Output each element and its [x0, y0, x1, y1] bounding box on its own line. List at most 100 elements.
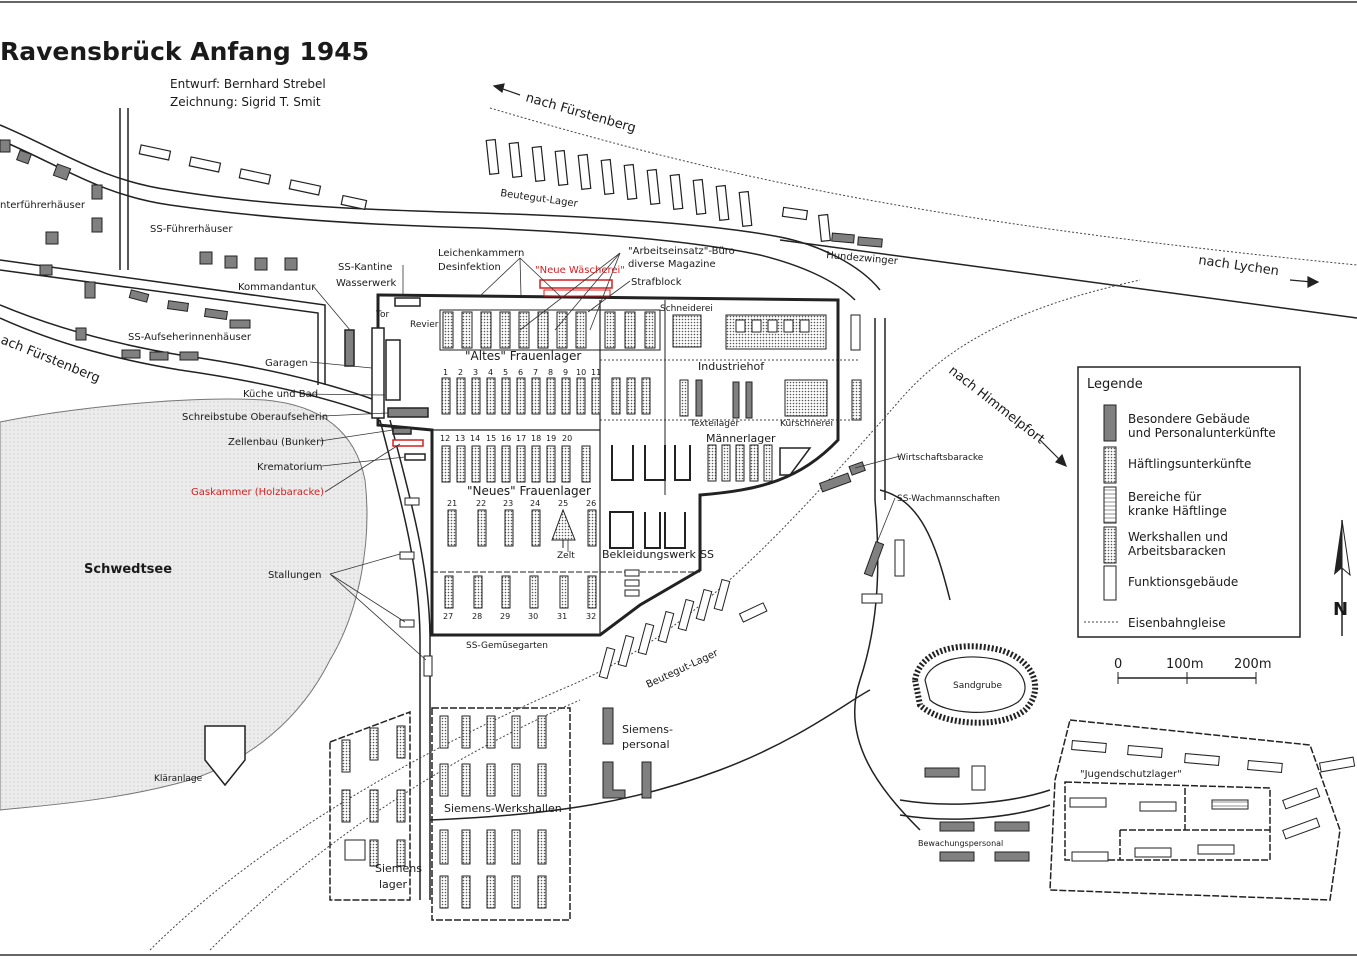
block-number: 4	[488, 368, 493, 377]
label-jugendschutzlager: "Jugendschutzlager"	[1080, 769, 1182, 780]
klaeranlage-building	[204, 725, 246, 787]
label-nach-lychen: nach Lychen	[1197, 253, 1279, 279]
siemens-halls	[341, 715, 547, 909]
label-zellenbau: Zellenbau (Bunker)	[228, 437, 324, 448]
beutegut-top-barracks	[485, 138, 831, 243]
block-number: 24	[530, 499, 540, 508]
label-siemens-personal-2: personal	[622, 738, 670, 751]
block-number: 8	[548, 368, 553, 377]
scale-label: 0	[1114, 657, 1122, 672]
officer-houses	[0, 139, 298, 361]
block-number: 26	[586, 499, 596, 508]
scale-bar: 0 100m 200m	[1114, 657, 1271, 684]
label-kueche-und-bad: Küche und Bad	[243, 389, 318, 400]
label-bewachungspersonal: Bewachungspersonal	[918, 839, 1003, 848]
label-schreibstube: Schreibstube Oberaufseherin	[182, 412, 328, 423]
legend-label: und Personalunterkünfte	[1128, 426, 1276, 440]
label-ss-wachmannschaften: SS-Wachmannschaften	[897, 494, 1000, 504]
label-industriehof: Industriehof	[698, 360, 765, 373]
block-number: 15	[486, 434, 496, 443]
block-number: 32	[586, 612, 596, 621]
sandgrube	[911, 643, 1039, 726]
block-number: 17	[516, 434, 526, 443]
railway	[149, 107, 1357, 951]
legend-label: Werkshallen und	[1128, 530, 1228, 544]
block-number: 19	[546, 434, 556, 443]
label-beutegut-bottom: Beutegut-Lager	[645, 647, 721, 690]
old-camp-block-numbers: 1 2 3 4 5 6 7 8 9 10 11	[443, 368, 601, 377]
label-wirtschaftsbaracke: Wirtschaftsbaracke	[897, 453, 984, 463]
block-number: 14	[470, 434, 480, 443]
label-nach-fuerstenberg-left: ach Fürstenberg	[0, 333, 102, 386]
label-neue-waescherei: "Neue Wäscherei"	[535, 265, 625, 276]
legend-swatch-prisoner	[1103, 446, 1117, 484]
label-kommandantur: Kommandantur	[238, 282, 316, 293]
block-number: 2	[458, 368, 463, 377]
legend-swatch-sick	[1103, 486, 1117, 524]
north-arrow-icon: N	[1333, 519, 1351, 636]
block-number: 9	[563, 368, 568, 377]
label-ss-gemuesegarten: SS-Gemüsegarten	[466, 641, 548, 651]
legend-label: Bereiche für	[1128, 490, 1201, 504]
old-camp-blocks	[441, 377, 651, 415]
block-number: 13	[455, 434, 465, 443]
scale-label: 200m	[1234, 657, 1271, 672]
label-stallungen: Stallungen	[268, 570, 321, 581]
label-maennerlager: Männerlager	[706, 432, 776, 445]
label-garagen: Garagen	[265, 358, 308, 369]
new-camp-blocks-row1	[441, 445, 591, 483]
new-camp-blocks-row3	[444, 575, 597, 609]
label-neues-frauenlager: "Neues" Frauenlager	[467, 484, 591, 498]
label-wasserwerk: Wasserwerk	[336, 278, 397, 289]
block-number: 7	[533, 368, 538, 377]
legend-label: Arbeitsbaracken	[1128, 544, 1226, 558]
legend-label: Häftlingsunterkünfte	[1128, 457, 1251, 471]
legend-swatch-work	[1103, 526, 1117, 564]
label-desinfektion: Desinfektion	[438, 262, 501, 273]
block-number: 22	[476, 499, 486, 508]
block-number: 12	[440, 434, 450, 443]
block-number: 21	[447, 499, 457, 508]
block-number: 31	[557, 612, 567, 621]
label-nach-himmelpfort: nach Himmelpfort	[946, 363, 1048, 447]
label-leichenkammern: Leichenkammern	[438, 248, 524, 259]
schwedtsee-lake	[0, 398, 368, 811]
block-number: 11	[591, 368, 601, 377]
block-number: 10	[576, 368, 586, 377]
zelt-icon	[551, 508, 576, 541]
label-hundezwinger: Hundezwinger	[826, 250, 899, 267]
block-number: 25	[558, 499, 568, 508]
legend-swatch-special	[1103, 404, 1117, 442]
label-ss-kantine: SS-Kantine	[338, 262, 392, 273]
label-schwedtsee: Schwedtsee	[84, 562, 172, 577]
label-klaeranlage: Kläranlage	[154, 774, 203, 784]
label-diverse-magazine: diverse Magazine	[628, 259, 716, 270]
block-number: 29	[500, 612, 510, 621]
label-ss-fuehrerhaeuser: SS-Führerhäuser	[150, 224, 233, 235]
new-camp-block-numbers-row3: 27 28 29 30 31 32	[443, 612, 596, 621]
credit-design: Entwurf: Bernhard Strebel	[170, 77, 326, 91]
legend-label: Eisenbahngleise	[1128, 616, 1226, 630]
beutegut-bottom-barracks	[598, 578, 731, 680]
label-ss-aufseherinnenhaeuser: SS-Aufseherinnenhäuser	[128, 332, 252, 343]
legend-title: Legende	[1087, 377, 1143, 392]
block-number: 18	[531, 434, 541, 443]
new-camp-block-numbers-row1: 12 13 14 15 16 17 18 19 20	[440, 434, 572, 443]
siemens-fence	[329, 707, 571, 921]
block-number: 5	[503, 368, 508, 377]
label-arbeitseinsatz: "Arbeitseinsatz"-Büro	[628, 246, 735, 257]
block-number: 6	[518, 368, 523, 377]
label-siemens-personal-1: Siemens-	[622, 723, 673, 736]
credit-drawing: Zeichnung: Sigrid T. Smit	[170, 95, 321, 109]
legend: Legende Besondere Gebäude und Personalun…	[1077, 366, 1301, 638]
block-number: 28	[472, 612, 482, 621]
new-camp-blocks-row2	[447, 509, 597, 547]
label-siemens-lager-2: lager	[379, 878, 408, 891]
label-siemens-werkshallen: Siemens-Werkshallen	[444, 802, 562, 815]
label-beutegut-top: Beutegut-Lager	[500, 188, 580, 210]
label-revier: Revier	[410, 320, 439, 330]
north-label: N	[1333, 599, 1348, 620]
label-krematorium: Krematorium	[257, 462, 322, 473]
label-kuerschnerei: Kürschnerei	[780, 419, 833, 429]
